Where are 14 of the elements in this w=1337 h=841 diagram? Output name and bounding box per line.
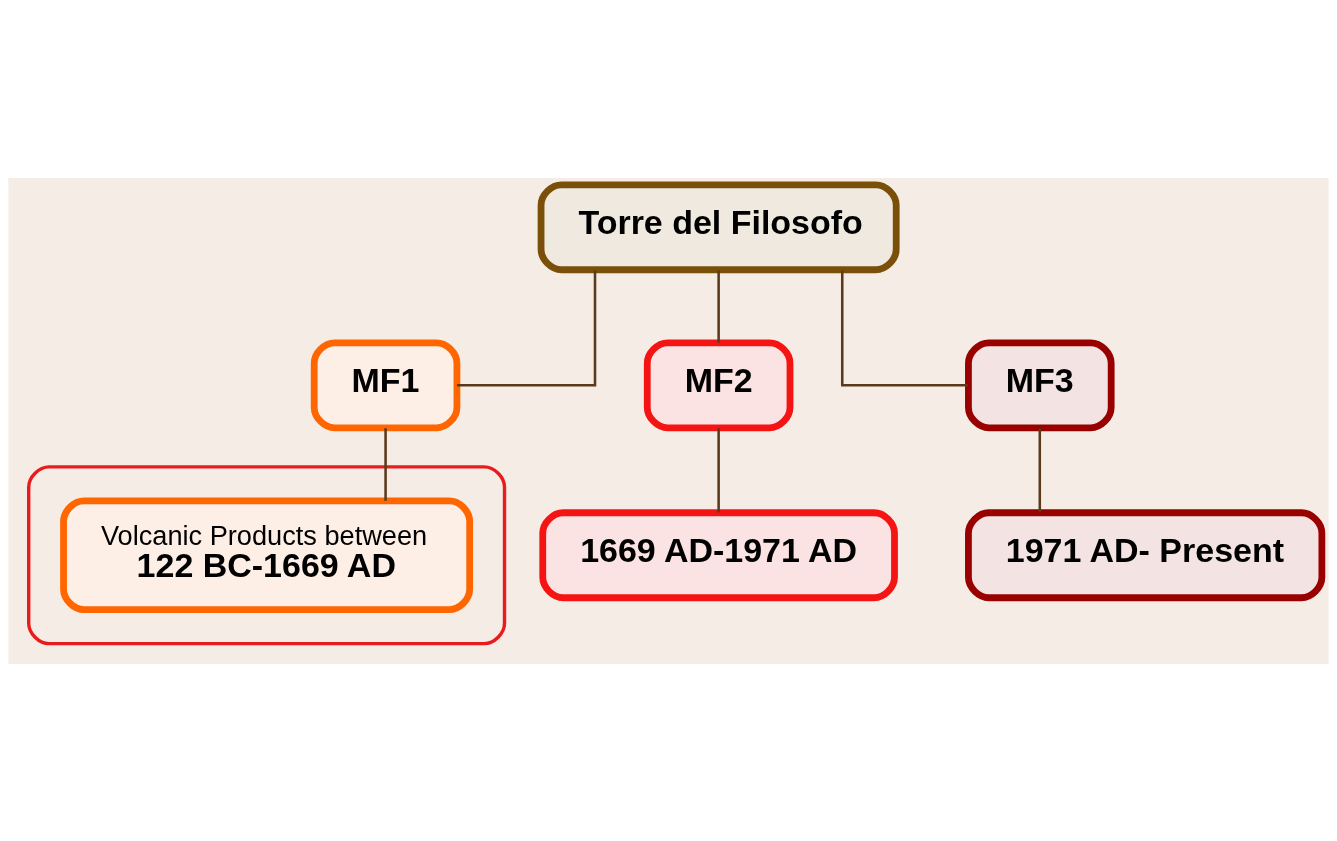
connector <box>717 427 720 512</box>
connector <box>384 427 387 501</box>
node-box: Volcanic Products between 122 BC-1669 AD <box>60 496 474 613</box>
node-box: 1971 AD- Present <box>965 508 1326 601</box>
node-box: MF2 <box>643 338 794 431</box>
connector <box>1038 427 1042 512</box>
connector <box>457 269 597 387</box>
node-box: MF1 <box>310 338 461 431</box>
node-box: Torre del Filosofo <box>537 180 900 273</box>
node-box: MF3 <box>965 338 1115 431</box>
connector <box>840 269 968 387</box>
node-box: 1669 AD-1971 AD <box>539 508 898 601</box>
cluster <box>27 464 507 645</box>
connector <box>717 269 720 343</box>
